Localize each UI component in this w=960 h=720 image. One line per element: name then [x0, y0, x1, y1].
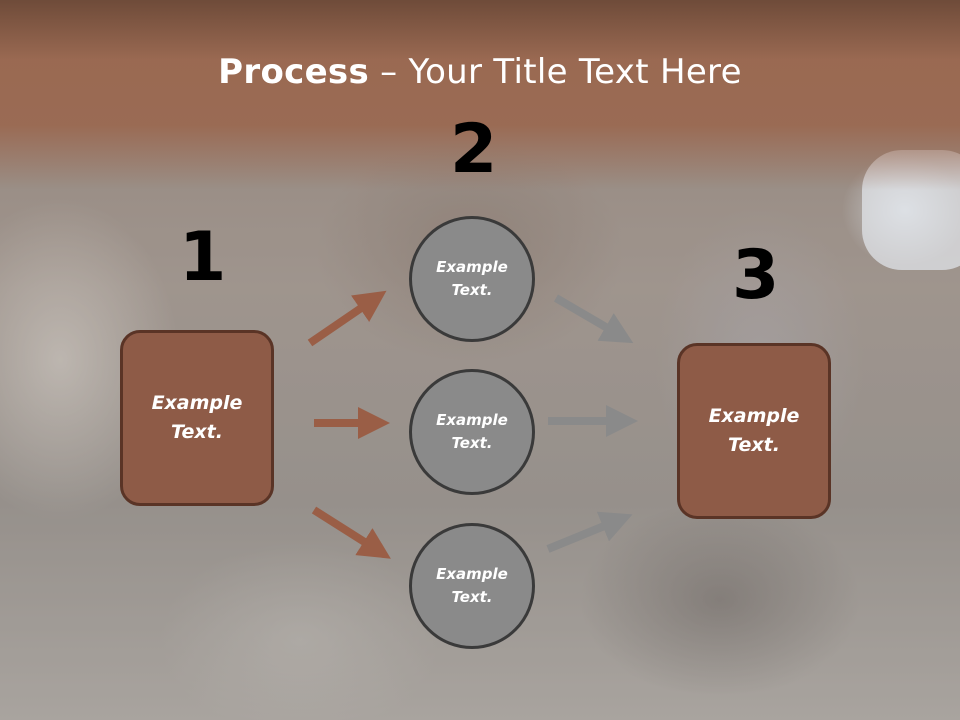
circle-2-text: Example Text. — [436, 411, 508, 452]
title-band — [0, 0, 960, 190]
step-1-box[interactable]: Example Text. — [120, 330, 274, 506]
step-number-1: 1 — [179, 218, 227, 297]
step-3-box[interactable]: Example Text. — [677, 343, 831, 519]
circle-3-text: Example Text. — [436, 565, 508, 606]
step-1-text: Example Text. — [151, 392, 243, 443]
title-rest: – Your Title Text Here — [369, 52, 742, 92]
arrow-from-circle-1 — [553, 294, 634, 344]
title-bold: Process — [218, 52, 370, 92]
slide-title[interactable]: Process – Your Title Text Here — [0, 52, 960, 92]
circle-1-text: Example Text. — [436, 258, 508, 299]
circle-3[interactable]: Example Text. — [409, 523, 535, 649]
arrow-to-circle-3 — [311, 506, 391, 559]
circle-1[interactable]: Example Text. — [409, 216, 535, 342]
step-number-3: 3 — [732, 236, 780, 315]
circle-2[interactable]: Example Text. — [409, 369, 535, 495]
step-3-text: Example Text. — [708, 405, 800, 456]
arrow-to-circle-1 — [307, 290, 387, 347]
arrow-from-circle-3 — [546, 511, 633, 553]
step-number-2: 2 — [450, 110, 498, 189]
